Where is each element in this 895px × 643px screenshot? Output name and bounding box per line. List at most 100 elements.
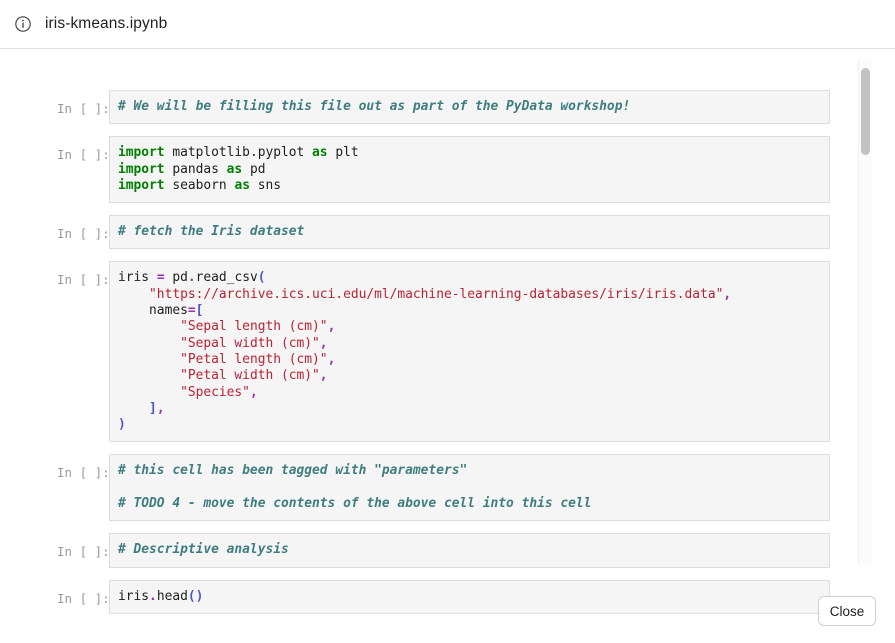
- code-token: pandas: [164, 161, 227, 177]
- code-token: # fetch the Iris dataset: [118, 224, 305, 240]
- code-token: as: [312, 145, 328, 161]
- cell-input-cell-descriptive-comment[interactable]: # Descriptive analysis: [109, 533, 830, 568]
- code-line: iris.head(): [118, 589, 819, 605]
- cell-source: # fetch the Iris dataset: [118, 224, 819, 240]
- code-token: iris: [118, 588, 150, 604]
- code-token: ,: [319, 368, 328, 384]
- code-token: [118, 385, 180, 400]
- notebook-cell: In [ ]: iris = pd.read_csv( "https://arch…: [0, 261, 852, 443]
- cell-source: iris.head(): [118, 589, 819, 605]
- code-token: # TODO 4 - move the contents of the abov…: [118, 496, 592, 512]
- cell-input-cell-read-csv[interactable]: iris = pd.read_csv( "https://archive.ics…: [109, 261, 830, 443]
- notebook-cell: In [ ]: # fetch the Iris dataset: [0, 215, 852, 250]
- cell-prompt: In [ ]:: [57, 101, 110, 116]
- code-token: ,: [723, 286, 732, 302]
- code-token: plt: [327, 145, 359, 161]
- code-token: sns: [249, 177, 282, 193]
- notebook-cell-list: In [ ]: # We will be filling this file ou…: [0, 49, 852, 626]
- code-line: "Sepal width (cm)",: [118, 336, 819, 352]
- code-token: as: [234, 177, 250, 193]
- code-line: names=[: [118, 303, 819, 319]
- code-token: [118, 287, 149, 302]
- code-line: # Descriptive analysis: [118, 542, 819, 558]
- cell-source: # We will be filling this file out as pa…: [118, 99, 819, 115]
- cell-source: iris = pd.read_csv( "https://archive.ics…: [118, 270, 819, 433]
- notebook-scroll-area[interactable]: In [ ]: # We will be filling this file ou…: [0, 49, 895, 643]
- code-token: [118, 319, 180, 334]
- scrollbar-thumb[interactable]: [861, 68, 870, 155]
- code-token: "Petal length (cm)": [180, 351, 328, 367]
- code-token: (: [257, 270, 266, 286]
- code-line: "Petal length (cm)",: [118, 352, 819, 368]
- cell-input-cell-intro-comment[interactable]: # We will be filling this file out as pa…: [109, 90, 830, 125]
- code-token: "Sepal length (cm)": [180, 319, 328, 335]
- code-token: # this cell has been tagged with "parame…: [118, 463, 468, 479]
- code-token: "Sepal width (cm)": [180, 335, 320, 351]
- notebook-cell: In [ ]: # We will be filling this file ou…: [0, 90, 852, 125]
- code-line: import matplotlib.pyplot as plt: [118, 145, 819, 161]
- code-line: import seaborn as sns: [118, 178, 819, 194]
- cell-input-cell-fetch-comment[interactable]: # fetch the Iris dataset: [109, 215, 830, 250]
- code-token: ,: [327, 351, 336, 367]
- code-token: ,: [156, 400, 165, 416]
- code-line: "Petal width (cm)",: [118, 368, 819, 384]
- code-token: pd: [242, 161, 266, 177]
- close-button[interactable]: Close: [818, 596, 876, 626]
- cell-source: # this cell has been tagged with "parame…: [118, 463, 819, 512]
- code-token: "https://archive.ics.uci.edu/ml/machine-…: [149, 286, 724, 302]
- code-token: iris: [118, 270, 157, 286]
- blank-line: [118, 480, 819, 496]
- cell-input-cell-parameters-tag[interactable]: # this cell has been tagged with "parame…: [109, 454, 830, 522]
- code-token: # Descriptive analysis: [118, 542, 289, 558]
- cell-prompt: In [ ]:: [57, 147, 110, 163]
- code-token: pd: [164, 270, 188, 286]
- cell-prompt: In [ ]:: [57, 544, 110, 560]
- code-token: import: [118, 177, 165, 193]
- cell-prompt: In [ ]:: [57, 465, 110, 481]
- code-token: [118, 352, 180, 367]
- code-line: ],: [118, 401, 819, 417]
- code-token: read_csv: [195, 270, 258, 286]
- code-line: "Sepal length (cm)",: [118, 319, 819, 335]
- code-token: =: [156, 270, 165, 286]
- code-token: (: [187, 588, 196, 604]
- code-token: seaborn: [164, 177, 235, 193]
- cell-source: # Descriptive analysis: [118, 542, 819, 558]
- notebook-cell: In [ ]: # Descriptive analysis: [0, 533, 852, 568]
- cell-prompt: In [ ]:: [57, 226, 110, 242]
- code-token: .: [187, 270, 196, 286]
- notebook-cell: In [ ]: iris.head(): [0, 579, 852, 614]
- code-line: # this cell has been tagged with "parame…: [118, 463, 819, 479]
- code-token: =: [187, 303, 196, 319]
- code-token: ]: [149, 400, 157, 416]
- info-circle-icon: [15, 16, 31, 32]
- code-line: ): [118, 417, 819, 433]
- code-token: "Species": [180, 384, 250, 400]
- cell-input-cell-iris-head[interactable]: iris.head(): [109, 579, 830, 614]
- code-line: # TODO 4 - move the contents of the abov…: [118, 496, 819, 512]
- code-token: ): [195, 588, 204, 604]
- vertical-scrollbar[interactable]: [858, 60, 872, 565]
- cell-prompt: In [ ]:: [57, 590, 110, 606]
- code-token: "Petal width (cm)": [180, 368, 320, 384]
- code-line: "https://archive.ics.uci.edu/ml/machine-…: [118, 287, 819, 303]
- code-line: import pandas as pd: [118, 162, 819, 178]
- code-token: [118, 336, 180, 351]
- code-token: [: [195, 303, 204, 319]
- code-line: # fetch the Iris dataset: [118, 224, 819, 240]
- code-token: .: [149, 588, 157, 604]
- code-token: import: [118, 161, 165, 177]
- code-token: head: [156, 588, 188, 604]
- code-token: # We will be filling this file out as pa…: [118, 99, 631, 114]
- cell-prompt: In [ ]:: [57, 272, 110, 288]
- code-token: [118, 401, 149, 416]
- code-token: names: [118, 303, 188, 319]
- code-line: "Species",: [118, 385, 819, 401]
- code-token: import: [118, 145, 165, 161]
- code-token: ,: [327, 319, 336, 335]
- code-token: ): [118, 417, 126, 433]
- code-token: matplotlib.pyplot: [164, 145, 313, 161]
